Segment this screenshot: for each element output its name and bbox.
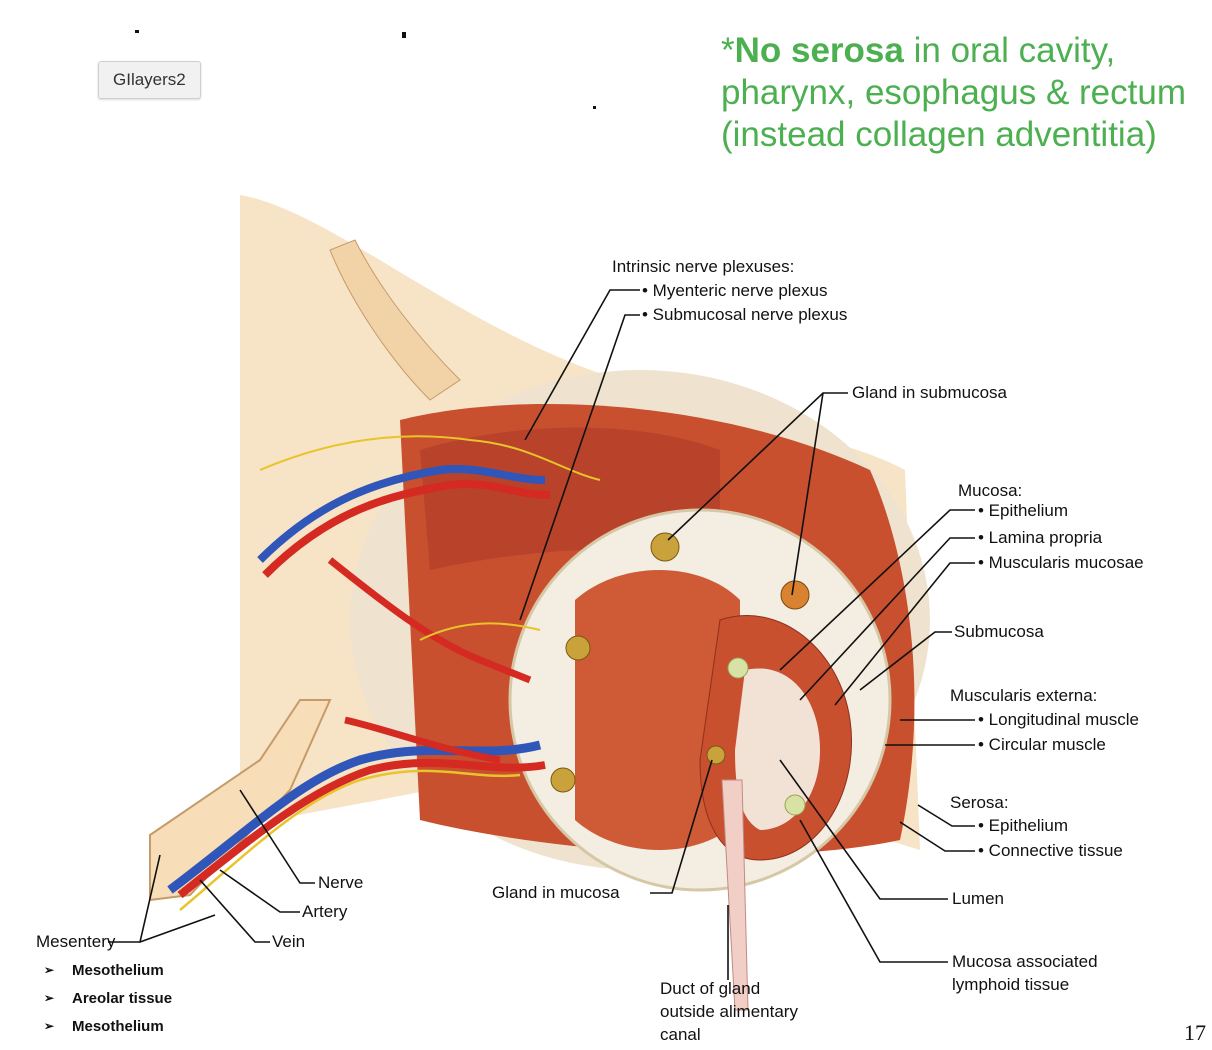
label-serosa-epithelium: • Epithelium <box>978 816 1068 835</box>
list-item: ➢ Mesothelium <box>44 1012 172 1040</box>
artery-vessel <box>327 557 532 684</box>
page-number: 17 <box>1184 1020 1206 1045</box>
arrow-bullet-icon: ➢ <box>44 991 55 1005</box>
gland-submucosa <box>780 580 810 610</box>
vein-vessel <box>167 740 542 894</box>
nerve-fiber <box>259 435 601 481</box>
leader-lines <box>108 289 975 980</box>
label-longitudinal-muscle: • Longitudinal muscle <box>978 710 1139 729</box>
label-circular-muscle: • Circular muscle <box>978 735 1106 754</box>
label-malt-line2: lymphoid tissue <box>952 975 1069 994</box>
label-malt-line1: Mucosa associated <box>952 952 1098 971</box>
label-duct-line3: canal <box>660 1025 701 1044</box>
arrow-bullet-icon: ➢ <box>44 963 55 977</box>
gland-duct <box>721 779 749 1011</box>
label-vein: Vein <box>272 932 305 951</box>
label-muscularis-mucosae: • Muscularis mucosae <box>978 553 1144 572</box>
stray-mark <box>135 30 139 33</box>
vein-vessel <box>257 465 546 563</box>
list-item-text: Areolar tissue <box>72 989 173 1007</box>
label-lamina-propria: • Lamina propria <box>978 528 1103 547</box>
note-prefix: * <box>721 31 735 70</box>
gland-mucosa <box>706 745 726 765</box>
label-gland-submucosa: Gland in submucosa <box>852 383 1008 402</box>
mesentery-layer-list: ➢ Mesothelium ➢ Areolar tissue ➢ Mesotheliu… <box>44 956 172 1040</box>
label-duct-line1: Duct of gland <box>660 979 760 998</box>
gland-submucosa <box>650 532 680 562</box>
label-submucosa: Submucosa <box>954 622 1044 641</box>
image-title-tooltip: GIlayers2 <box>98 61 201 99</box>
nerve-fiber <box>419 622 541 641</box>
arrow-bullet-icon: ➢ <box>44 1019 55 1033</box>
no-serosa-note: *No serosa in oral cavity, pharynx, esop… <box>721 30 1211 156</box>
artery-vessel <box>344 716 501 764</box>
stray-mark <box>402 32 406 38</box>
artery-vessel <box>177 758 546 899</box>
artery-vessel <box>262 480 551 578</box>
lymphoid-nodule <box>727 657 749 679</box>
label-lumen: Lumen <box>952 889 1004 908</box>
label-muscularis-externa: Muscularis externa: <box>950 686 1097 705</box>
label-submucosal-plexus: • Submucosal nerve plexus <box>642 305 847 324</box>
circular-muscle-cylinder <box>575 570 740 850</box>
label-mesentery: Mesentery <box>36 932 116 951</box>
label-nerve: Nerve <box>318 873 363 892</box>
nerve-fiber <box>179 769 521 911</box>
label-myenteric-plexus: • Myenteric nerve plexus <box>642 281 827 300</box>
label-gland-mucosa: Gland in mucosa <box>492 883 620 902</box>
list-item-text: Mesothelium <box>72 1017 164 1035</box>
mesentery-fold <box>329 239 461 401</box>
label-artery: Artery <box>302 902 348 921</box>
gland-submucosa <box>550 767 576 793</box>
label-connective-tissue: • Connective tissue <box>978 841 1123 860</box>
label-duct-line2: outside alimentary <box>660 1002 798 1021</box>
list-item-text: Mesothelium <box>72 961 164 979</box>
note-bold: No serosa <box>734 31 904 70</box>
note-rest: in oral cavity, pharynx, esophagus & rec… <box>721 31 1186 154</box>
label-mucosa: Mucosa: <box>958 481 1022 500</box>
lumen <box>735 668 820 830</box>
label-serosa: Serosa: <box>950 793 1009 812</box>
list-item: ➢ Areolar tissue <box>44 984 172 1012</box>
gland-submucosa <box>565 635 591 661</box>
stray-mark <box>593 106 596 109</box>
label-intrinsic-plexuses: Intrinsic nerve plexuses: <box>612 257 794 276</box>
label-mucosa-epithelium: • Epithelium <box>978 501 1068 520</box>
mesentery-sheet <box>149 699 332 902</box>
lymphoid-nodule <box>784 794 806 816</box>
list-item: ➢ Mesothelium <box>44 956 172 984</box>
